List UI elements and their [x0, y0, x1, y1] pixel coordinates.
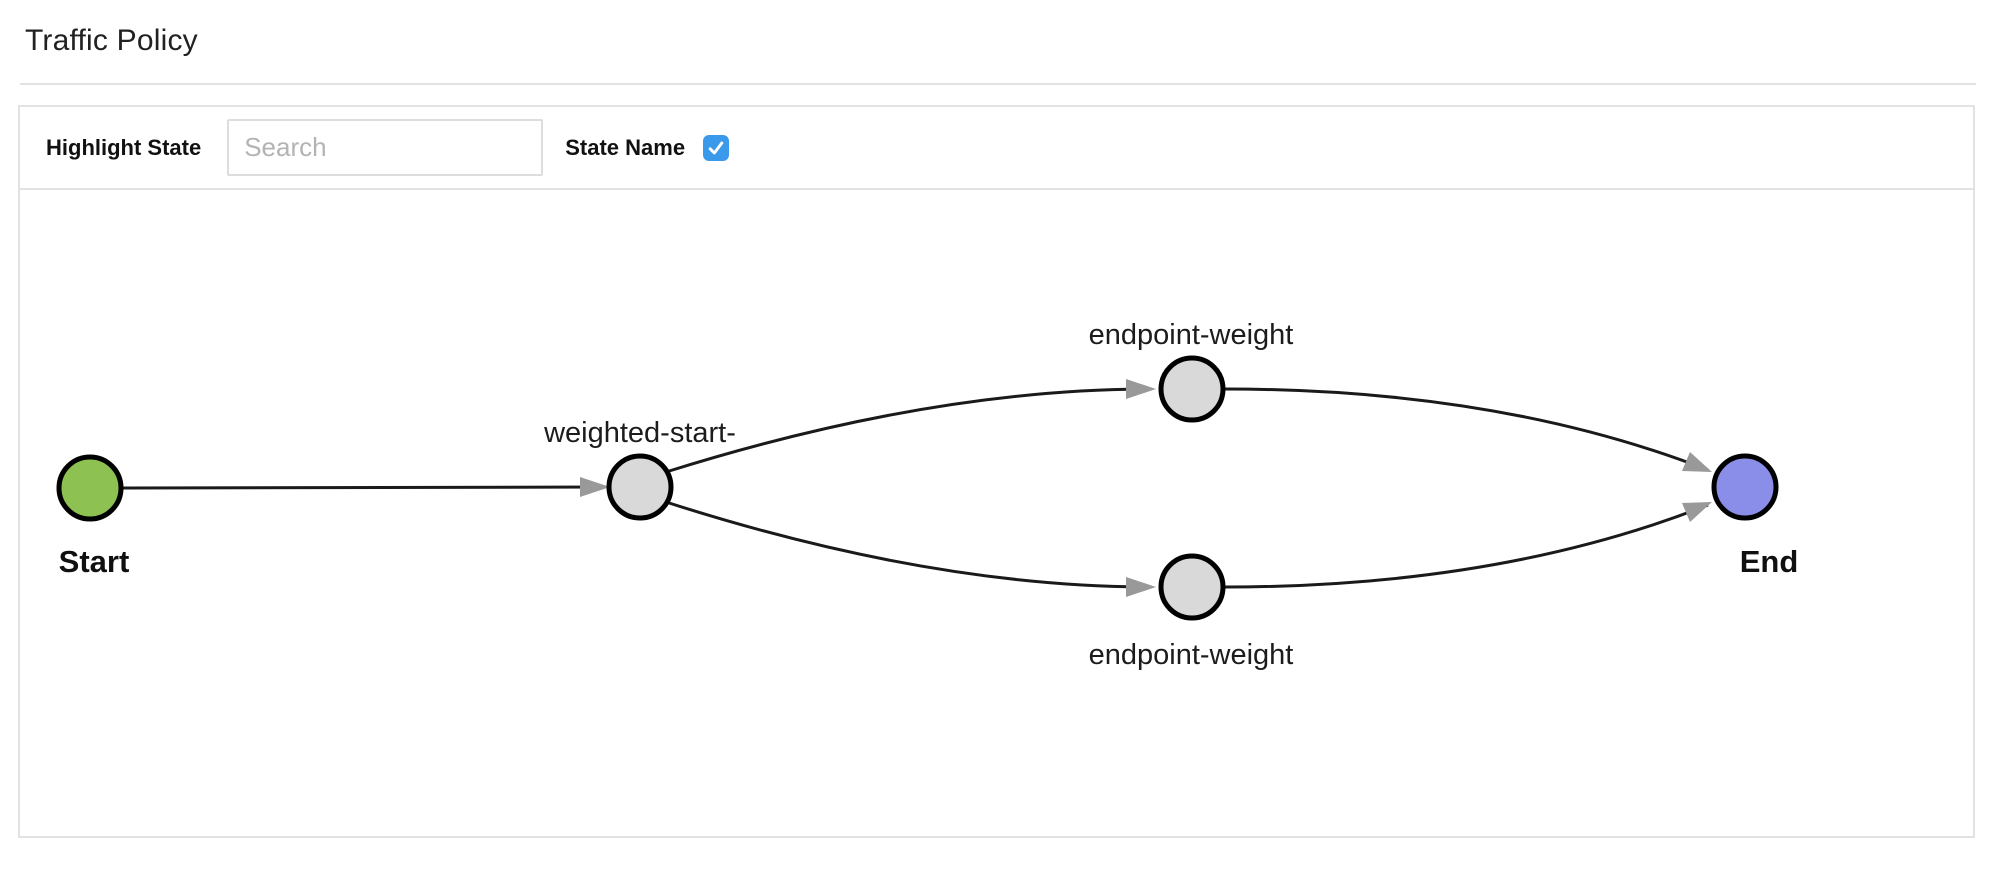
edge-weighted-start-to-endpoint-weight-bottom[interactable] [665, 500, 1153, 589]
state-name-checkbox[interactable] [703, 134, 730, 161]
node-endpoint-weight-top[interactable] [1158, 355, 1226, 423]
state-name-label: State Name [565, 134, 686, 160]
toolbar: Highlight State State Name [20, 107, 1973, 190]
graph-canvas[interactable]: Start weighted-start- endpoint-weight en… [20, 190, 1973, 836]
arrowhead-icon [1126, 577, 1156, 597]
edge-endpoint-weight-top-to-end[interactable] [1224, 387, 1709, 472]
node-end[interactable] [1711, 453, 1779, 521]
node-label-endpoint-weight-bottom: endpoint-weight [1089, 639, 1294, 671]
title-divider [20, 83, 1976, 85]
node-label-start: Start [59, 544, 130, 579]
node-weighted-start[interactable] [606, 453, 674, 521]
node-label-weighted-start: weighted-start- [543, 417, 736, 449]
highlight-state-search-input[interactable] [227, 119, 544, 176]
node-label-endpoint-weight-top: endpoint-weight [1089, 319, 1294, 351]
node-endpoint-weight-bottom[interactable] [1158, 553, 1226, 621]
page-title: Traffic Policy [25, 24, 198, 57]
traffic-policy-panel: Highlight State State Name [18, 105, 1975, 838]
arrowhead-icon [1682, 452, 1712, 472]
edge-weighted-start-to-endpoint-weight-top[interactable] [665, 387, 1153, 474]
node-label-end: End [1740, 544, 1799, 579]
arrowhead-icon [1126, 379, 1156, 399]
edge-endpoint-weight-bottom-to-end[interactable] [1224, 503, 1709, 589]
arrowhead-icon [580, 477, 610, 497]
check-icon [708, 141, 724, 154]
node-start[interactable] [56, 454, 124, 522]
highlight-state-label: Highlight State [46, 134, 202, 160]
arrowhead-icon [1682, 502, 1712, 522]
edge-start-to-weighted-start[interactable] [122, 485, 607, 490]
